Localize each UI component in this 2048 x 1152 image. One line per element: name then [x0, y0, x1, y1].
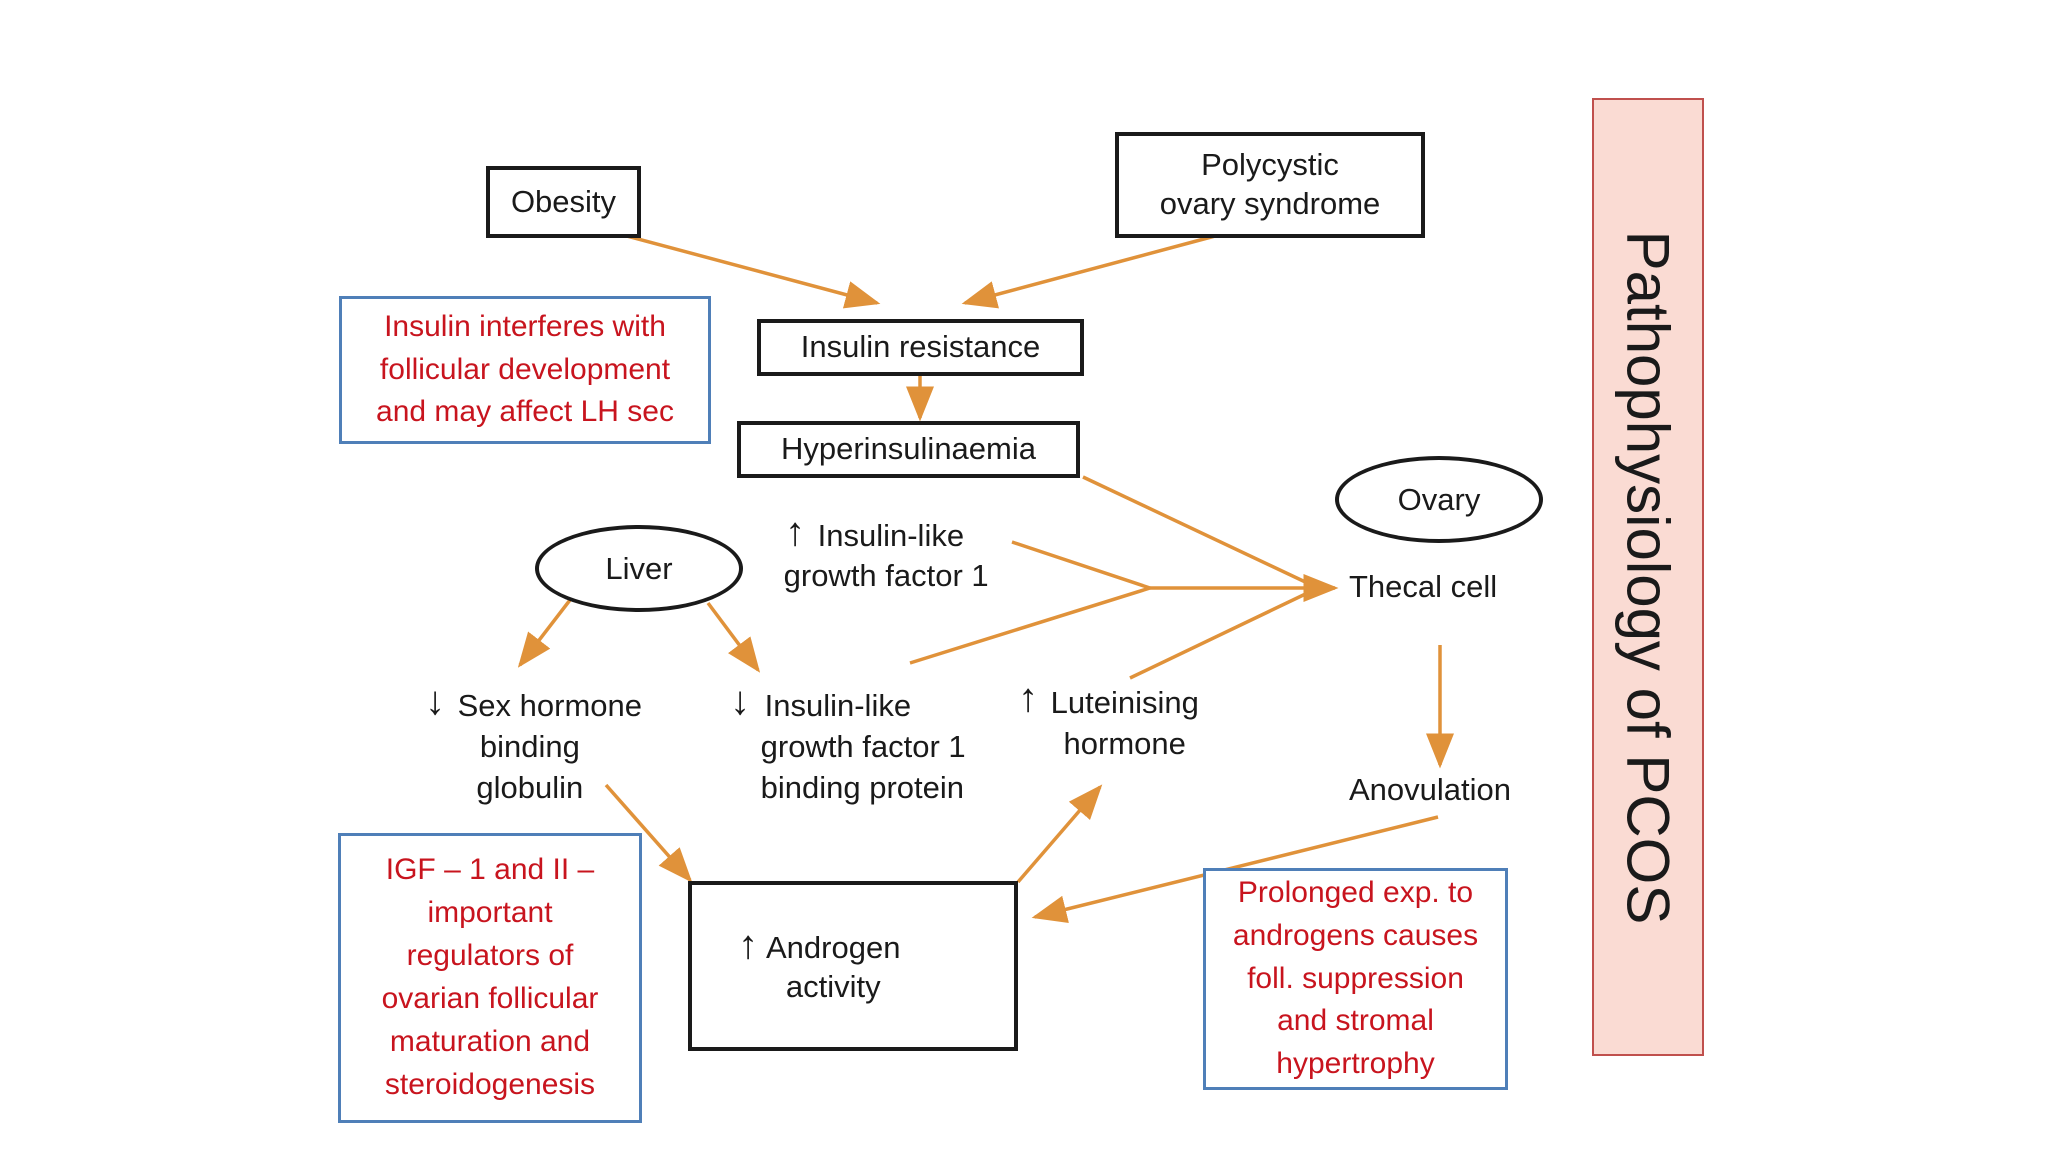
igfbp-line2: growth factor 1 [760, 729, 966, 765]
arrow-anovulation-to-androgen [1031, 815, 1439, 924]
shbg-line2: binding [479, 729, 580, 765]
pcos-box: Polycystic ovary syndrome [1115, 132, 1425, 238]
title-panel: Pathophysiology of PCOS [1592, 98, 1704, 1056]
shbg-line3: globulin [476, 770, 584, 806]
arrow-hyperinsulinaemia-to-thecal [1082, 475, 1319, 590]
hyperinsulinaemia-label: Hyperinsulinaemia [780, 431, 1036, 467]
shbg-line1: Sex hormone [457, 688, 643, 723]
androgen-label-line1: Androgen [766, 930, 901, 965]
androgen-note-line1: Prolonged exp. to [1237, 875, 1474, 909]
androgen-note-line4: and stromal [1277, 1004, 1434, 1038]
lh-line2: hormone [1063, 726, 1186, 762]
arrow-shbg-to-androgen [604, 783, 693, 883]
igf-note-line1: IGF – 1 and II – [385, 853, 595, 887]
ovary-ellipse: Ovary [1335, 456, 1543, 543]
igf1-up-label: ↑ Insulin-like growth factor 1 [783, 512, 989, 597]
lh-line1: Luteinising [1050, 685, 1199, 720]
igfbp-down-label: ↓ Insulin-like growth factor 1 binding p… [730, 681, 966, 809]
igfbp-line1: Insulin-like [764, 688, 912, 723]
up-arrow-icon: ↑ [785, 510, 805, 554]
liver-label: Liver [605, 550, 673, 586]
androgen-note-line5: hypertrophy [1276, 1047, 1435, 1081]
liver-ellipse: Liver [535, 525, 743, 612]
down-arrow-icon: ↓ [730, 679, 750, 723]
arrow-lh-to-thecal [1129, 586, 1319, 680]
up-arrow-icon: ↑ [738, 923, 758, 967]
arrow-liver-to-shbg [517, 598, 572, 668]
thecal-cell-label: Thecal cell [1349, 569, 1498, 604]
lh-up-label: ↑ Luteinising hormone [1018, 678, 1199, 764]
hyperinsulinaemia-box: Hyperinsulinaemia [737, 421, 1080, 478]
slide-title: Pathophysiology of PCOS [1614, 230, 1682, 924]
insulin-note-line1: Insulin interferes with [384, 309, 666, 343]
igfbp-line3: binding protein [760, 770, 965, 806]
arrow-androgen-to-lh [1016, 784, 1103, 884]
arrow-liver-to-igfbp [706, 601, 761, 673]
igf-note-line6: steroidogenesis [384, 1067, 596, 1101]
arrow-obesity-to-insulin-resistance [626, 234, 881, 309]
shbg-down-label: ↓ Sex hormone binding globulin [425, 681, 643, 809]
down-arrow-icon: ↓ [425, 679, 445, 723]
obesity-label: Obesity [510, 183, 617, 219]
arrow-igfbp-to-junction [909, 586, 1151, 665]
obesity-box: Obesity [486, 166, 641, 238]
androgen-note-line3: foll. suppression [1247, 961, 1464, 995]
igf-note-line4: ovarian follicular [381, 982, 599, 1015]
androgen-box: ↑ Androgen activity [688, 881, 1018, 1051]
igf1-line1: Insulin-like [817, 518, 965, 553]
igf-note-line3: regulators of [406, 939, 574, 973]
insulin-resistance-label: Insulin resistance [800, 329, 1041, 365]
pcos-label-line2: ovary syndrome [1159, 186, 1381, 221]
arrow-pcos-to-insulin-resistance [961, 234, 1216, 309]
androgen-note-line2: androgens causes [1232, 918, 1479, 952]
insulin-note-line3: and may affect LH sec [376, 395, 674, 429]
anovulation-label: Anovulation [1349, 772, 1512, 807]
up-arrow-icon: ↑ [1018, 676, 1038, 720]
igf-note-line2: important [427, 896, 553, 930]
igf-note-box: IGF – 1 and II – important regulators of… [338, 833, 642, 1123]
insulin-note-line2: follicular development [379, 352, 671, 386]
igf-note-line5: maturation and [389, 1024, 591, 1058]
arrow-igf1-to-junction [1011, 540, 1151, 590]
igf1-line2: growth factor 1 [783, 558, 989, 594]
pcos-label-line1: Polycystic [1201, 147, 1339, 183]
ovary-label: Ovary [1397, 481, 1481, 517]
insulin-note-box: Insulin interferes with follicular devel… [339, 296, 711, 444]
androgen-note-box: Prolonged exp. to androgens causes foll.… [1203, 868, 1508, 1090]
androgen-label-line2: activity [785, 968, 881, 1004]
insulin-resistance-box: Insulin resistance [757, 319, 1084, 376]
